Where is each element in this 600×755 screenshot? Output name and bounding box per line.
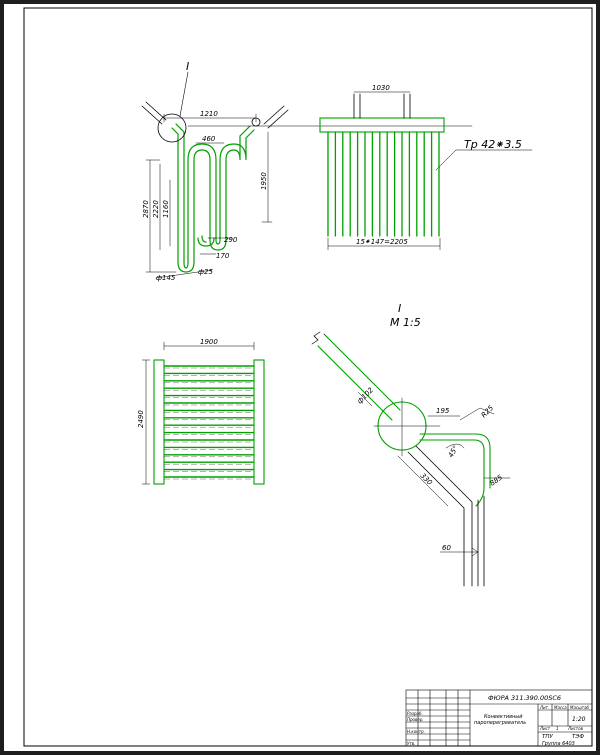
front-header bbox=[319, 117, 445, 133]
dim-side-d1: ф145 bbox=[156, 274, 176, 282]
dim-side-bottom2: 170 bbox=[216, 252, 230, 260]
dim-side-d2: ф25 bbox=[198, 268, 213, 276]
front-view bbox=[319, 91, 533, 251]
dim-det-195: 195 bbox=[436, 407, 450, 415]
tb-col-scale: Масштаб bbox=[570, 705, 590, 710]
dim-side-bottom: 290 bbox=[224, 236, 238, 244]
plan-tubes bbox=[164, 365, 254, 480]
dim-plan-width: 1900 bbox=[200, 338, 218, 346]
section-circle bbox=[157, 113, 187, 143]
tb-row-utv: Утв. bbox=[407, 741, 415, 746]
dim-side-h3: 1160 bbox=[162, 200, 170, 218]
tb-sheet-label: Лист bbox=[539, 726, 551, 731]
dim-side-h4: 1950 bbox=[260, 172, 268, 190]
tb-org2: ТЭФ bbox=[572, 734, 584, 740]
dim-front-top: 1030 bbox=[372, 84, 390, 92]
plan-view-dimensions bbox=[142, 342, 255, 485]
dim-front-bottom: 15⁕147=2205 bbox=[356, 238, 408, 246]
plan-right-header bbox=[253, 359, 265, 485]
tb-scale: 1:20 bbox=[572, 716, 586, 723]
plan-view bbox=[142, 342, 265, 485]
sheet-background bbox=[4, 4, 596, 751]
tb-code: ФЮРА 311.390.00SС6 bbox=[488, 694, 561, 702]
front-tubes bbox=[327, 131, 440, 237]
title-block bbox=[405, 689, 593, 747]
sheet-frame bbox=[23, 7, 593, 747]
front-nozzles bbox=[353, 93, 411, 119]
tb-org1: ТПУ bbox=[542, 734, 553, 740]
detail-tube-green bbox=[419, 433, 491, 507]
tb-sheet-num: 1 bbox=[556, 726, 559, 731]
section-mark: I bbox=[186, 60, 189, 73]
tb-row-nkontr: Н.контр. bbox=[407, 729, 425, 734]
side-view bbox=[141, 71, 473, 279]
plan-left-header bbox=[153, 359, 165, 485]
tb-name-2: пароперегреватель bbox=[474, 720, 526, 726]
dim-det-60: 60 bbox=[442, 544, 451, 552]
tb-sheets-label: Листов bbox=[567, 726, 584, 731]
dim-plan-height: 2490 bbox=[137, 410, 145, 428]
detail-scale: М 1:5 bbox=[390, 316, 421, 329]
tube-callout: Тр 42⁕3.5 bbox=[464, 138, 522, 151]
front-view-dimensions bbox=[327, 91, 533, 251]
dim-side-width: 1210 bbox=[200, 110, 218, 118]
tb-col-lit: Лит. bbox=[539, 705, 549, 710]
detail-pipe-green bbox=[317, 335, 401, 421]
tb-row-razrab: Разраб. bbox=[407, 711, 423, 716]
tb-group: Группа 6403 bbox=[542, 741, 575, 747]
dim-side-h1: 2870 bbox=[142, 200, 150, 218]
serpentine-coil bbox=[171, 123, 255, 273]
tb-col-mass: Масса bbox=[554, 705, 567, 710]
tb-name-1: Конвективный bbox=[484, 714, 523, 720]
dim-side-loop: 460 bbox=[202, 135, 216, 143]
detail-title: I bbox=[398, 302, 401, 315]
detail-view bbox=[311, 331, 511, 587]
detail-dimensions bbox=[357, 391, 511, 557]
side-view-dimensions bbox=[145, 113, 273, 279]
dim-side-h2: 2220 bbox=[152, 200, 160, 218]
tb-row-prov: Провер. bbox=[407, 717, 424, 722]
